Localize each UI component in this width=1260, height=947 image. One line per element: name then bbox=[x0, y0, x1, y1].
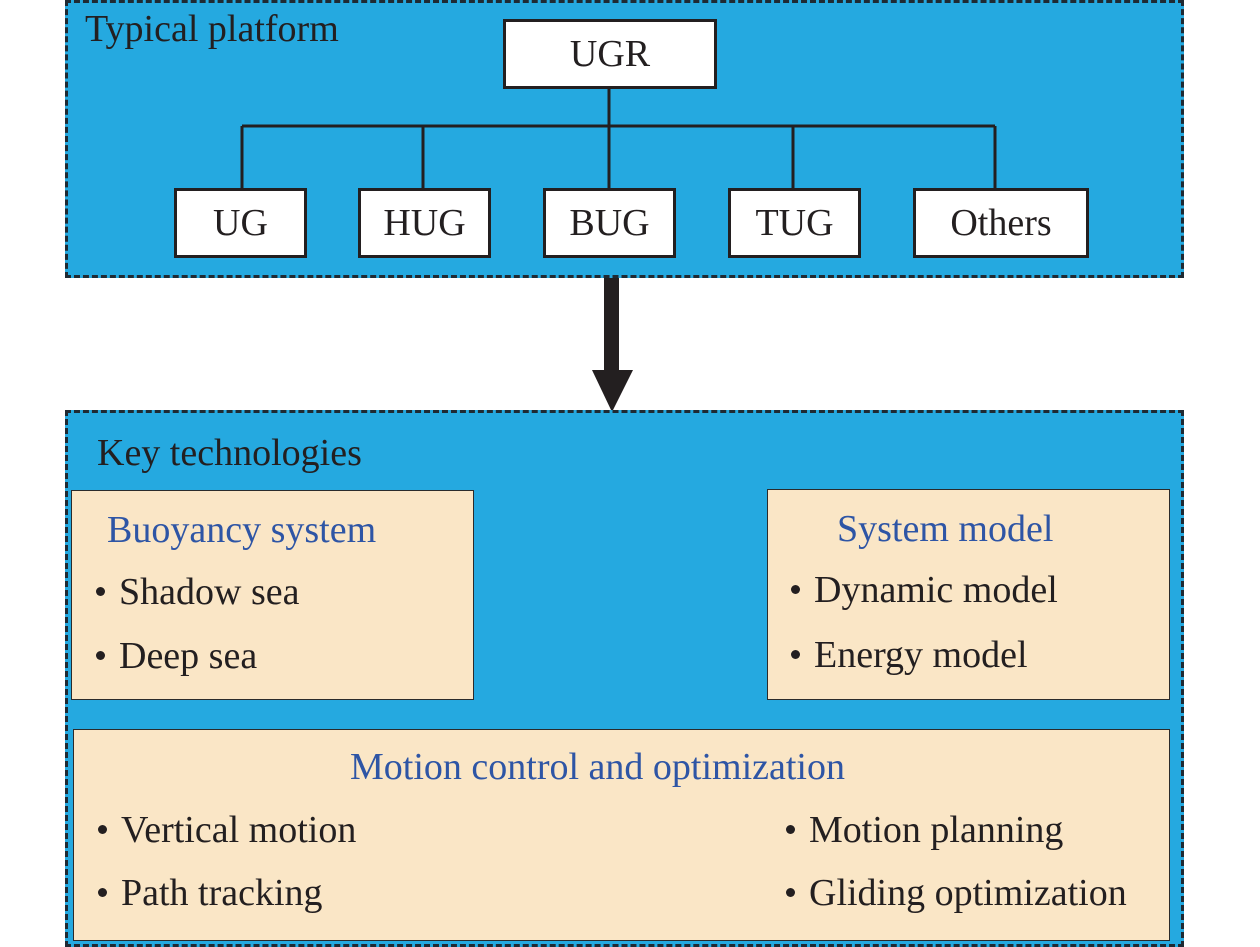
node-ugr: UGR bbox=[503, 19, 717, 89]
list-item-label: Energy model bbox=[814, 634, 1028, 676]
bullet-icon bbox=[791, 584, 800, 594]
key-technologies-title: Key technologies bbox=[97, 432, 362, 474]
list-item: Deep sea bbox=[96, 637, 257, 675]
node-tug: TUG bbox=[728, 188, 861, 258]
list-item: Energy model bbox=[791, 636, 1028, 674]
list-item-label: Path tracking bbox=[121, 872, 323, 914]
buoyancy-system-card bbox=[71, 490, 474, 700]
list-item-label: Deep sea bbox=[119, 635, 258, 677]
node-others: Others bbox=[913, 188, 1089, 258]
list-item-label: Motion planning bbox=[809, 809, 1064, 851]
list-item: Vertical motion bbox=[98, 811, 356, 849]
bullet-icon bbox=[96, 650, 105, 660]
system-model-card bbox=[767, 489, 1170, 700]
down-arrow-icon bbox=[592, 278, 633, 412]
node-hug: HUG bbox=[358, 188, 491, 258]
list-item: Shadow sea bbox=[96, 573, 299, 611]
list-item: Dynamic model bbox=[791, 571, 1058, 609]
bullet-icon bbox=[98, 887, 107, 897]
motion-control-title: Motion control and optimization bbox=[350, 746, 845, 788]
bullet-icon bbox=[98, 824, 107, 834]
bullet-icon bbox=[786, 887, 795, 897]
list-item-label: Gliding optimization bbox=[809, 872, 1127, 914]
list-item-label: Shadow sea bbox=[119, 571, 300, 613]
list-item-label: Dynamic model bbox=[814, 569, 1058, 611]
motion-control-card bbox=[73, 729, 1170, 941]
system-model-title: System model bbox=[837, 508, 1054, 550]
list-item: Path tracking bbox=[98, 874, 323, 912]
bullet-icon bbox=[786, 824, 795, 834]
bullet-icon bbox=[96, 586, 105, 596]
list-item: Gliding optimization bbox=[786, 874, 1127, 912]
buoyancy-system-title: Buoyancy system bbox=[107, 509, 377, 551]
node-ug: UG bbox=[174, 188, 307, 258]
hierarchy-connectors bbox=[240, 88, 997, 190]
list-item-label: Vertical motion bbox=[121, 809, 357, 851]
typical-platform-title: Typical platform bbox=[85, 8, 339, 50]
node-bug: BUG bbox=[543, 188, 676, 258]
bullet-icon bbox=[791, 649, 800, 659]
list-item: Motion planning bbox=[786, 811, 1063, 849]
